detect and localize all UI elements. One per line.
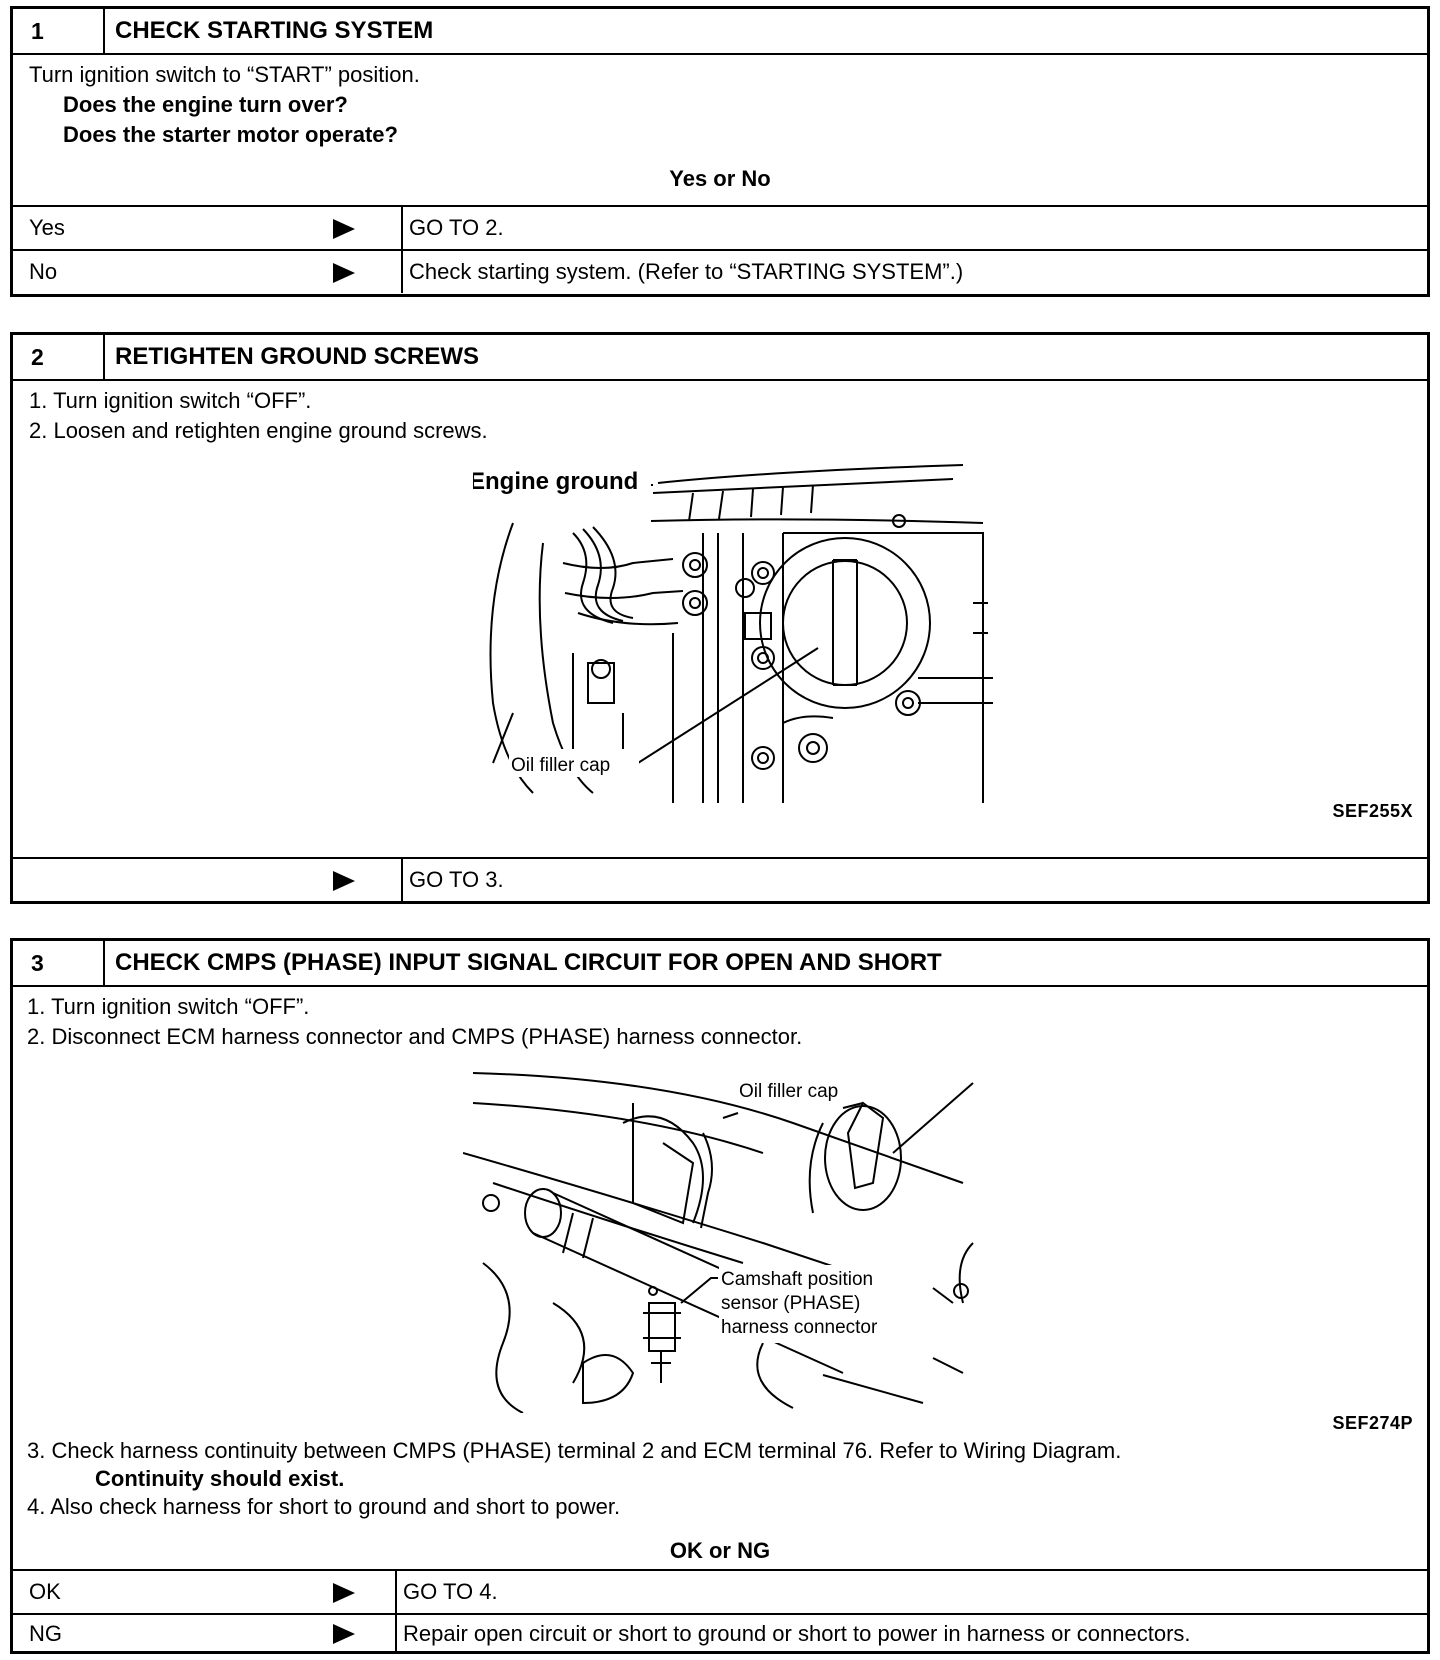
arrow-right-icon [333, 263, 355, 283]
oil-filler-cap-label: Oil filler cap [511, 755, 610, 776]
step-1-box: 1 CHECK STARTING SYSTEM Turn ignition sw… [10, 6, 1430, 297]
arrow-right-icon [333, 871, 355, 891]
step-2-line-2: 2. Loosen and retighten engine ground sc… [29, 418, 488, 443]
step-3-continuity-note: Continuity should exist. [95, 1466, 345, 1491]
camshaft-label-line-3: harness connector [721, 1317, 878, 1338]
step-1-number: 1 [13, 9, 105, 53]
result-action: Repair open circuit or short to ground o… [403, 1621, 1191, 1646]
step-2-title: RETIGHTEN GROUND SCREWS [115, 343, 480, 370]
column-divider [401, 251, 403, 293]
step-1-result-row-no: No Check starting system. (Refer to “STA… [13, 249, 1427, 293]
result-action: GO TO 2. [409, 215, 504, 240]
step-3-line-3: 3. Check harness continuity between CMPS… [27, 1438, 1122, 1463]
engine-ground-illustration: Oil filler cap Engine ground [473, 463, 993, 803]
step-3-line-1: 1. Turn ignition switch “OFF”. [27, 994, 310, 1019]
step-3-line-4: 4. Also check harness for short to groun… [27, 1494, 621, 1519]
step-1-result-row-yes: Yes GO TO 2. [13, 205, 1427, 249]
engine-ground-label: Engine ground [473, 468, 638, 495]
result-label: Yes [29, 215, 65, 240]
step-3-line-2: 2. Disconnect ECM harness connector and … [27, 1024, 803, 1049]
step-1-question-2: Does the starter motor operate? [63, 122, 398, 147]
step-2-number: 2 [13, 335, 105, 379]
arrow-right-icon [333, 1624, 355, 1644]
result-action: GO TO 3. [409, 867, 504, 892]
step-1-prompt: Yes or No [669, 166, 771, 191]
step-3-title: CHECK CMPS (PHASE) INPUT SIGNAL CIRCUIT … [115, 949, 942, 976]
camshaft-label-line-2: sensor (PHASE) [721, 1293, 860, 1314]
step-3-box: 3 CHECK CMPS (PHASE) INPUT SIGNAL CIRCUI… [10, 938, 1430, 1654]
result-label: No [29, 259, 58, 284]
arrow-right-icon [333, 1583, 355, 1603]
step-1-question-1: Does the engine turn over? [63, 92, 348, 117]
result-label: NG [29, 1621, 62, 1646]
camshaft-sensor-illustration: Oil filler cap Camshaft position sensor … [463, 1072, 974, 1413]
step-3-result-row-ok: OK GO TO 4. [13, 1569, 1427, 1613]
arrow-right-icon [333, 219, 355, 239]
step-2-box: 2 RETIGHTEN GROUND SCREWS 1. Turn igniti… [10, 332, 1430, 904]
column-divider [395, 1615, 397, 1651]
oil-filler-cap-label: Oil filler cap [739, 1081, 838, 1102]
step-1-instruction: Turn ignition switch to “START” position… [29, 62, 420, 87]
column-divider [395, 1571, 397, 1613]
step-3-header: 3 CHECK CMPS (PHASE) INPUT SIGNAL CIRCUI… [13, 941, 1427, 987]
step-1-title: CHECK STARTING SYSTEM [115, 17, 434, 44]
step-3-result-row-ng: NG Repair open circuit or short to groun… [13, 1613, 1427, 1651]
result-action: GO TO 4. [403, 1579, 498, 1604]
column-divider [401, 207, 403, 249]
step-2-figure-code: SEF255X [1332, 801, 1413, 821]
result-label: OK [29, 1579, 61, 1604]
column-divider [401, 859, 403, 901]
step-2-header: 2 RETIGHTEN GROUND SCREWS [13, 335, 1427, 381]
step-2-result-row: GO TO 3. [13, 857, 1427, 901]
step-2-line-1: 1. Turn ignition switch “OFF”. [29, 388, 312, 413]
step-1-header: 1 CHECK STARTING SYSTEM [13, 9, 1427, 55]
step-3-prompt: OK or NG [669, 1538, 771, 1563]
result-action: Check starting system. (Refer to “STARTI… [409, 259, 964, 284]
step-3-number: 3 [13, 941, 105, 985]
camshaft-label-line-1: Camshaft position [721, 1269, 873, 1290]
step-3-figure-code: SEF274P [1332, 1413, 1413, 1433]
